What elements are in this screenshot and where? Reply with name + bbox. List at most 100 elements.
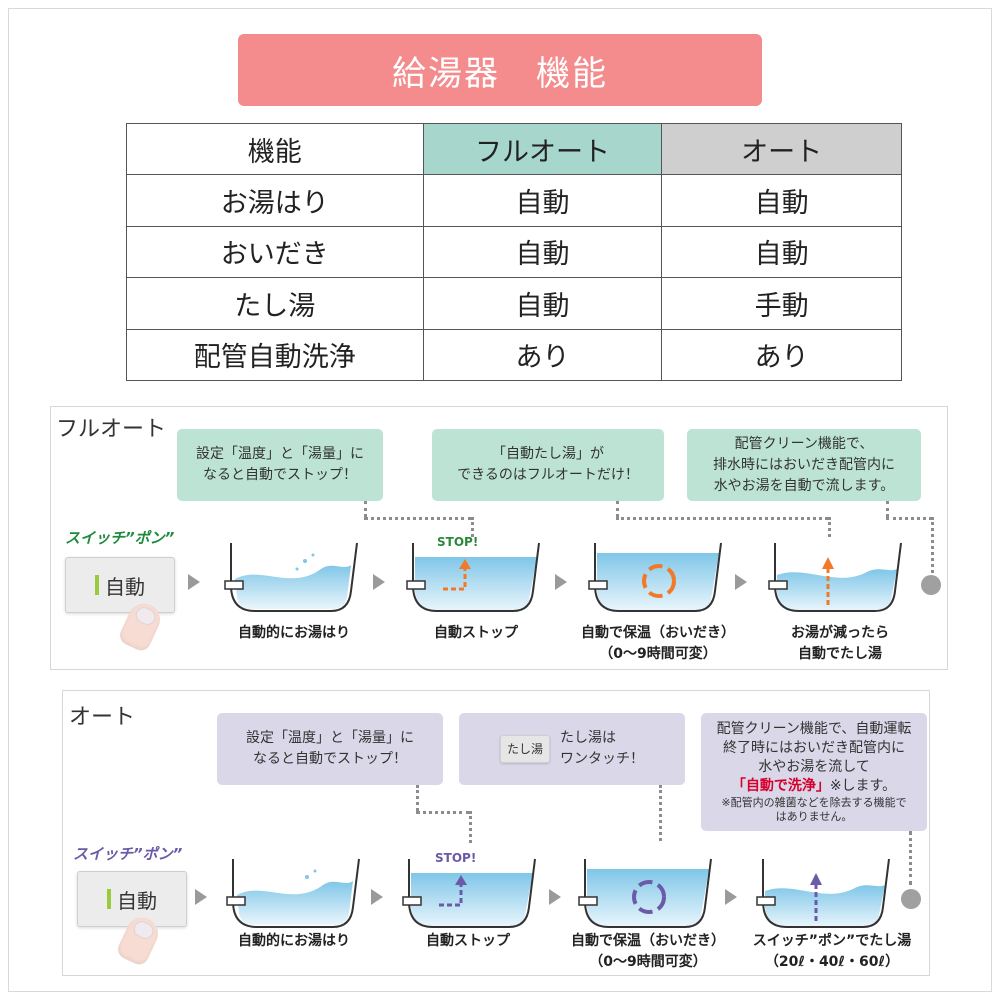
flow-arrow-icon	[735, 574, 747, 590]
step-line: 自動で保温（おいだき）	[571, 933, 725, 949]
connector	[909, 831, 912, 885]
callout-tail: ※します。	[829, 778, 897, 794]
table-cell: 配管自動洗浄	[126, 328, 424, 382]
table-row: おいだき 自動 自動	[126, 225, 902, 279]
callout-line: 終了時にはおいだき配管内に	[723, 740, 905, 756]
callout-line: たし湯は	[560, 730, 616, 746]
header-feature: 機能	[126, 122, 424, 176]
callout-line: 設定「温度」と「湯量」に	[246, 730, 414, 746]
step-line: 自動ストップ	[426, 933, 510, 949]
step-line: 自動ストップ	[434, 625, 518, 641]
connector	[469, 811, 472, 843]
full-auto-title: フルオート	[56, 417, 167, 442]
table-cell: おいだき	[126, 225, 424, 279]
callout-line: 「自動で洗浄」※します。	[732, 777, 896, 796]
flow-arrow-icon	[188, 574, 200, 590]
header-auto: オート	[661, 122, 902, 176]
step-line: お湯が減ったら	[791, 625, 889, 641]
auto-title: オート	[69, 705, 136, 730]
indicator-bar	[107, 889, 111, 909]
callout-line: 配管クリーン機能で、	[734, 435, 874, 452]
callout-text: たし湯は ワンタッチ！	[560, 728, 644, 770]
button-label: 自動	[105, 574, 145, 599]
auto-step-1: 自動的にお湯はり	[209, 931, 379, 952]
bath-keep-warm-icon	[588, 542, 722, 612]
bath-stop-icon	[406, 542, 540, 612]
connector	[416, 811, 470, 814]
auto-switch-button[interactable]: 自動	[77, 871, 187, 927]
page-frame	[8, 8, 992, 992]
full-switch-label: スイッチ”ポン”	[65, 529, 175, 547]
bath-filling-icon	[224, 542, 358, 612]
auto-step-3: 自動で保温（おいだき） （0〜9時間可変）	[553, 931, 743, 973]
bath-stop-icon	[402, 858, 536, 928]
full-auto-section: フルオート 設定「温度」と「湯量」に なると自動でストップ！ 「自動たし湯」が …	[50, 406, 948, 670]
step-line: スイッチ”ポン”でたし湯	[752, 933, 912, 949]
auto-callout-pipe-clean: 配管クリーン機能で、自動運転 終了時にはおいだき配管内に 水やお湯を流して 「自…	[701, 713, 927, 831]
flow-arrow-icon	[371, 889, 383, 905]
connector	[364, 517, 472, 520]
callout-line: 設定「温度」と「湯量」に	[196, 446, 364, 462]
auto-step-4: スイッチ”ポン”でたし湯 （20ℓ・40ℓ・60ℓ）	[737, 931, 927, 973]
step-line: 自動的にお湯はり	[238, 933, 350, 949]
table-header-row: 機能 フルオート オート	[126, 122, 902, 176]
table-cell: 自動	[661, 174, 902, 227]
callout-line: 「自動たし湯」が	[492, 446, 604, 462]
flow-arrow-icon	[725, 889, 737, 905]
table-cell: あり	[661, 328, 902, 382]
table-row: お湯はり 自動 自動	[126, 174, 902, 227]
full-callout-auto-add: 「自動たし湯」が できるのはフルオートだけ！	[432, 429, 664, 501]
bath-keep-warm-icon	[578, 858, 712, 928]
bath-manual-add-icon	[756, 858, 890, 928]
stop-text: STOP!	[437, 535, 479, 549]
flow-arrow-icon	[549, 889, 561, 905]
stop-text: STOP!	[435, 851, 477, 865]
connector	[886, 501, 889, 517]
callout-line: なると自動でストップ！	[203, 467, 357, 483]
add-hot-water-button[interactable]: たし湯	[500, 735, 550, 763]
step-line: （0〜9時間可変）	[589, 954, 707, 970]
table-cell: 自動	[422, 174, 663, 227]
connector	[616, 501, 619, 517]
connector	[886, 517, 932, 520]
connector	[616, 517, 828, 520]
callout-note: はありません。	[775, 810, 853, 823]
feature-comparison-table: 機能 フルオート オート お湯はり 自動 自動 おいだき 自動 自動 たし湯 自…	[126, 122, 902, 382]
full-step-3: 自動で保温（おいだき） （0〜9時間可変）	[563, 623, 753, 665]
step-line: 自動的にお湯はり	[238, 625, 350, 641]
step-line: （0〜9時間可変）	[599, 646, 717, 662]
connector	[416, 785, 419, 811]
table-cell: 手動	[661, 277, 902, 330]
callout-line: 水やお湯を自動で流します。	[713, 477, 895, 494]
flow-arrow-icon	[373, 574, 385, 590]
button-label: 自動	[117, 888, 157, 913]
full-auto-switch-button[interactable]: 自動	[65, 557, 175, 613]
table-cell: 自動	[422, 225, 663, 279]
auto-callout-manual-add: たし湯 たし湯は ワンタッチ！	[459, 713, 685, 785]
callout-line: 排水時にはおいだき配管内に	[713, 456, 895, 473]
bath-auto-add-icon	[768, 542, 902, 612]
end-dot-icon	[901, 889, 921, 909]
connector	[471, 517, 474, 537]
table-cell: たし湯	[126, 277, 424, 330]
table-cell: お湯はり	[126, 174, 424, 227]
full-step-2: 自動ストップ	[391, 623, 561, 644]
connector	[828, 517, 831, 537]
page-title: 給湯器 機能	[238, 34, 762, 106]
auto-section: オート 設定「温度」と「湯量」に なると自動でストップ！ たし湯 たし湯は ワン…	[62, 690, 930, 976]
flow-arrow-icon	[555, 574, 567, 590]
callout-line: できるのはフルオートだけ！	[457, 467, 639, 483]
emphasis-text: 「自動で洗浄」	[731, 778, 830, 794]
callout-line: なると自動でストップ！	[253, 751, 407, 767]
flow-arrow-icon	[195, 889, 207, 905]
end-dot-icon	[921, 575, 941, 595]
auto-step-2: 自動ストップ	[383, 931, 553, 952]
table-row: 配管自動洗浄 あり あり	[126, 328, 902, 382]
connector	[659, 785, 662, 841]
full-step-4: お湯が減ったら 自動でたし湯	[755, 623, 925, 665]
connector	[931, 517, 934, 573]
header-full-auto: フルオート	[422, 122, 663, 176]
table-cell: 自動	[422, 277, 663, 330]
connector	[364, 501, 367, 517]
full-callout-pipe-clean: 配管クリーン機能で、 排水時にはおいだき配管内に 水やお湯を自動で流します。	[687, 429, 921, 501]
